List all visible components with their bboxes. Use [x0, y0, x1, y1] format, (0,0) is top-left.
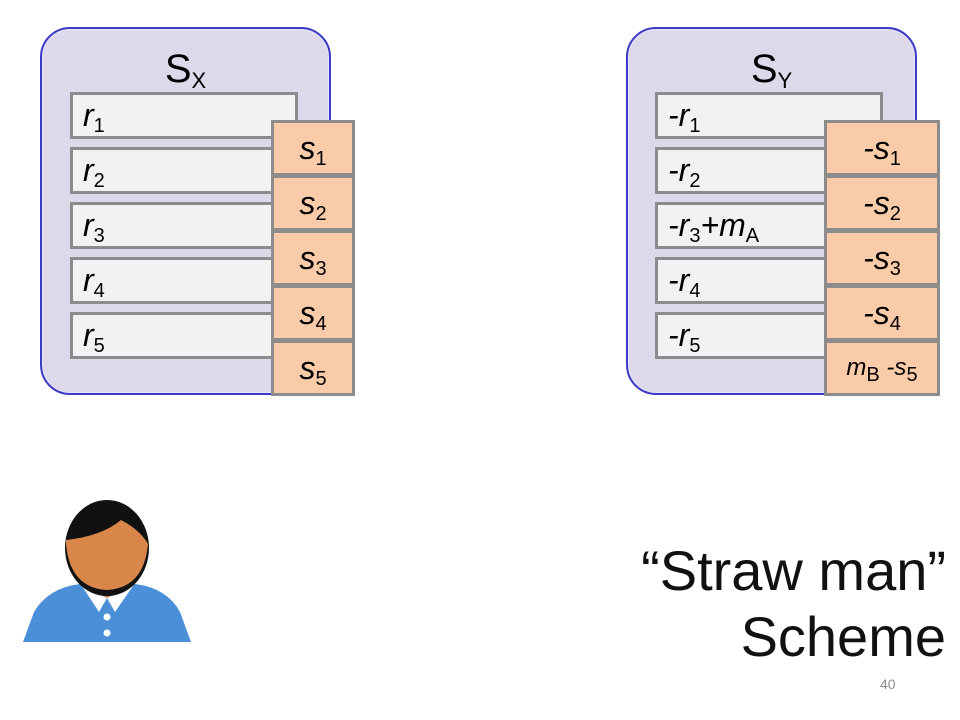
- page-number: 40: [880, 676, 896, 692]
- r-cell: r4: [70, 257, 298, 304]
- r-cell: r5: [70, 312, 298, 359]
- s-cell: mB -s5: [824, 340, 940, 396]
- server-y-title: SY: [750, 47, 793, 93]
- s-cell: s2: [271, 175, 355, 231]
- s-cell: -s1: [824, 120, 940, 176]
- s-cell: -s3: [824, 230, 940, 286]
- s-cell: s1: [271, 120, 355, 176]
- r-cell: -r1: [655, 92, 883, 139]
- s-cell: s3: [271, 230, 355, 286]
- slide-title: “Straw man” Scheme: [641, 539, 946, 668]
- r-cell: r3: [70, 202, 298, 249]
- s-cell: s5: [271, 340, 355, 396]
- s-cell: -s4: [824, 285, 940, 341]
- r-cell: r1: [70, 92, 298, 139]
- s-cell: -s2: [824, 175, 940, 231]
- server-x-title: SX: [164, 47, 207, 93]
- s-cell: s4: [271, 285, 355, 341]
- r-cell: r2: [70, 147, 298, 194]
- person-icon: [23, 500, 191, 642]
